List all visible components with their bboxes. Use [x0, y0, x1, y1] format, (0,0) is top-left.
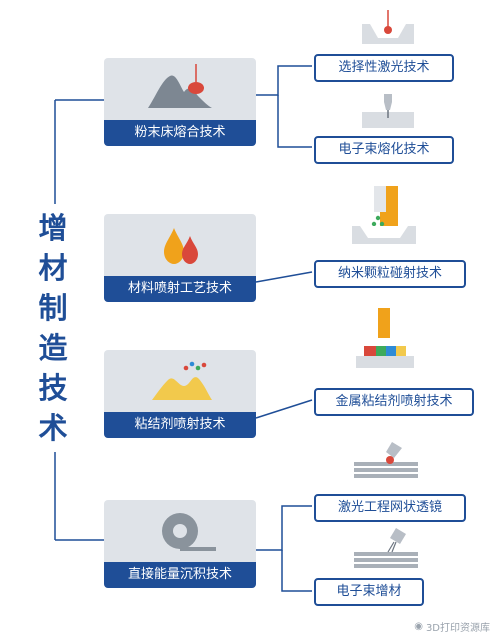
binder-powder-icon [152, 361, 212, 400]
electron-layers-icon [354, 528, 418, 568]
watermark-text: 3D打印资源库 [425, 623, 490, 634]
root-title-char: 技 [38, 371, 68, 405]
laser-bowl-icon [362, 10, 414, 44]
tech-label-laser-engineered-net-shaping: 激光工程网状透镜 [314, 494, 466, 522]
electron-beam-icon [362, 94, 414, 128]
powder-mound-laser-icon [148, 64, 212, 108]
tech-label-metal-binder-jetting: 金属粘结剂喷射技术 [314, 388, 474, 416]
root-title-char: 材 [38, 251, 68, 285]
category-card-powder-bed-fusion: 粉末床熔合技术 [104, 58, 256, 146]
watermark: ◉ 3D打印资源库 [414, 619, 490, 634]
category-card-material-jetting: 材料喷射工艺技术 [104, 214, 256, 302]
tech-label-electron-beam-melting: 电子束熔化技术 [314, 136, 454, 164]
category-label: 直接能量沉积技术 [104, 562, 256, 588]
category-card-binder-jetting: 粘结剂喷射技术 [104, 350, 256, 438]
root-title-char: 制 [38, 291, 68, 325]
category-card-directed-energy-deposition: 直接能量沉积技术 [104, 500, 256, 588]
droplets-icon [164, 228, 198, 264]
category-label: 粘结剂喷射技术 [104, 412, 256, 438]
category-label: 材料喷射工艺技术 [104, 276, 256, 302]
metal-binder-jet-icon [356, 308, 414, 368]
root-title-char: 造 [38, 331, 68, 365]
nanoparticle-jet-icon [352, 186, 416, 244]
tech-label-selective-laser: 选择性激光技术 [314, 54, 454, 82]
category-label: 粉末床熔合技术 [104, 120, 256, 146]
weibo-icon: ◉ [414, 621, 423, 632]
wire-spool-icon [162, 513, 216, 551]
tech-label-nanoparticle-jetting: 纳米颗粒碰射技术 [314, 260, 466, 288]
root-title-char: 增 [38, 211, 68, 245]
tech-label-electron-beam-additive: 电子束增材 [314, 578, 424, 606]
laser-layers-icon [354, 442, 418, 478]
root-title: 增 材 制 造 技 术 [38, 204, 68, 452]
root-title-char: 术 [38, 411, 68, 445]
